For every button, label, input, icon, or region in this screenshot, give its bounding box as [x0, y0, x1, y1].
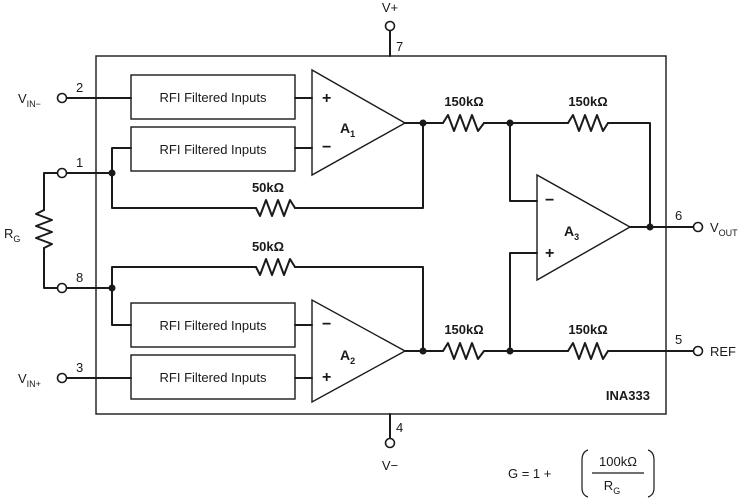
r150-bot-right-resistor: [567, 342, 609, 360]
rg-top-terminal: [56, 167, 68, 179]
pin-8-label: 8: [76, 270, 83, 285]
r50-top-label: 50kΩ: [252, 180, 284, 195]
vin-plus-terminal: [56, 372, 68, 384]
gain-numerator: 100kΩ: [599, 454, 637, 469]
rfi-block-label: RFI Filtered Inputs: [160, 318, 267, 333]
r150-top-right-resistor: [567, 114, 609, 132]
r150-bot-right-label: 150kΩ: [568, 322, 607, 337]
a1-feedback-wire: [294, 122, 424, 209]
vout-label: VOUT: [710, 220, 738, 238]
vin-plus-label: VIN+: [18, 371, 41, 389]
amplifier-a1: [311, 68, 407, 177]
a3-feedback-wire: [607, 122, 651, 228]
v-minus-terminal: [384, 437, 396, 449]
junction-dot: [419, 119, 427, 127]
vin-minus-label: VIN−: [18, 91, 41, 109]
a2-feedback-wire: [294, 266, 424, 352]
pin-3-label: 3: [76, 360, 83, 375]
v-plus-label: V+: [382, 0, 398, 15]
pin-6-label: 6: [675, 208, 682, 223]
rg-bottom-to-rfi-wire: [111, 287, 132, 326]
r150-bot-left-resistor: [442, 342, 485, 360]
a2-minus-sign: −: [322, 316, 331, 333]
chip-name-label: INA333: [606, 388, 650, 403]
rg-resistor: [35, 209, 53, 249]
junction-dot: [419, 347, 427, 355]
pin-5-label: 5: [675, 332, 682, 347]
a3-plus-sign: +: [545, 245, 554, 262]
rfi-block-label: RFI Filtered Inputs: [160, 90, 267, 105]
rfi-block-label: RFI Filtered Inputs: [160, 370, 267, 385]
rfi-block-label: RFI Filtered Inputs: [160, 142, 267, 157]
pin-7-label: 7: [396, 39, 403, 54]
junction-dot: [506, 347, 514, 355]
vout-terminal: [692, 221, 704, 233]
gain-equation-prefix: G = 1 +: [508, 466, 551, 481]
junction-dot: [506, 119, 514, 127]
pin-1-label: 1: [76, 155, 83, 170]
gain-left-bracket: [581, 449, 589, 498]
r50-bot-label: 50kΩ: [252, 239, 284, 254]
rfi-block-vin-minus: [130, 74, 296, 120]
a1-label: A1: [340, 120, 355, 139]
a3-minus-sign: −: [545, 192, 554, 209]
r150-bot-left-label: 150kΩ: [444, 322, 483, 337]
rg-ext-bottom-wire: [43, 247, 58, 289]
a1-plus-sign: +: [322, 90, 331, 107]
r150-top-left-label: 150kΩ: [444, 94, 483, 109]
pin-4-label: 4: [396, 420, 403, 435]
rg-ext-top-wire: [43, 172, 58, 211]
r150-top-right-label: 150kΩ: [568, 94, 607, 109]
gain-equation: G = 1 + 100kΩ RG: [508, 449, 655, 498]
v-minus-label: V−: [382, 458, 398, 473]
v-plus-terminal: [384, 20, 396, 32]
junction-dot: [108, 284, 116, 292]
a2-label: A2: [340, 347, 355, 366]
ref-label: REF: [710, 344, 736, 359]
rg-top-to-rfi-wire: [111, 147, 132, 174]
rg-label: RG: [4, 226, 20, 244]
r50-bot-resistor: [255, 258, 296, 276]
a3-label: A3: [564, 223, 579, 242]
junction-dot: [108, 169, 116, 177]
amplifier-a2: [311, 298, 407, 404]
junction-dot: [646, 223, 654, 231]
gain-denominator: RG: [604, 478, 620, 496]
r50-bot-wire: [111, 266, 257, 289]
r50-top-wire: [111, 172, 257, 209]
gain-right-bracket: [647, 449, 655, 498]
a3-plus-wire: [509, 252, 538, 352]
amplifier-a3: [536, 173, 632, 282]
pin-2-label: 2: [76, 80, 83, 95]
a1-minus-sign: −: [322, 139, 331, 156]
rg-bottom-terminal: [56, 282, 68, 294]
r150-top-left-resistor: [442, 114, 485, 132]
ref-terminal: [692, 345, 704, 357]
a3-minus-wire: [509, 122, 538, 202]
vin-minus-terminal: [56, 92, 68, 104]
a2-plus-sign: +: [322, 369, 331, 386]
r50-top-resistor: [255, 199, 296, 217]
